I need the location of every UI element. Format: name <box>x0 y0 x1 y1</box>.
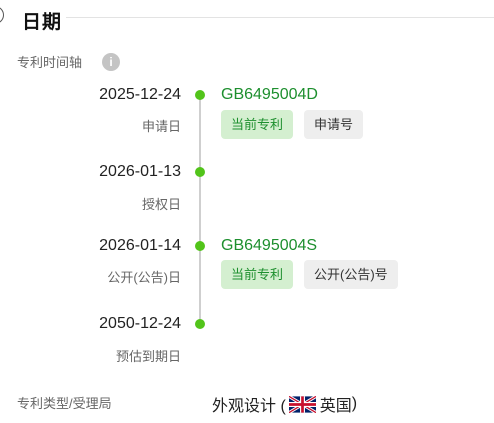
event-date: 2026-01-13 <box>99 163 181 180</box>
patent-type-label: 专利类型/受理局 <box>17 396 112 411</box>
section-header: 日期 <box>0 0 494 40</box>
event-date: 2025-12-24 <box>99 86 181 103</box>
timeline-track <box>199 95 201 325</box>
event-label: 授权日 <box>141 197 181 212</box>
event-label: 公开(公告)日 <box>107 270 181 285</box>
timeline-label: 专利时间轴 <box>17 55 83 70</box>
publication-number-tag: 公开(公告)号 <box>304 260 398 289</box>
section-title: 日期 <box>22 12 63 33</box>
event-date: 2026-01-14 <box>99 237 181 254</box>
event-label: 申请日 <box>141 119 181 134</box>
application-number-link[interactable]: GB6495004D <box>221 86 318 103</box>
event-date: 2050-12-24 <box>99 315 181 332</box>
collapse-toggle-icon[interactable] <box>0 6 4 24</box>
publication-number-link[interactable]: GB6495004S <box>221 237 318 254</box>
current-patent-tag: 当前专利 <box>221 260 294 289</box>
patent-type-text: 外观设计 ( <box>212 398 286 415</box>
current-patent-tag: 当前专利 <box>221 110 294 139</box>
application-number-tag: 申请号 <box>304 110 364 139</box>
header-divider <box>66 17 494 18</box>
patent-type-suffix: ) <box>351 395 358 412</box>
timeline-dot <box>195 319 205 329</box>
info-icon[interactable]: i <box>102 53 120 71</box>
timeline-dot <box>195 90 205 100</box>
patent-type-value: 外观设计 ( 英国 ) <box>212 392 357 416</box>
timeline-dot <box>195 167 205 177</box>
event-label: 预估到期日 <box>115 349 181 364</box>
timeline-dot <box>195 241 205 251</box>
uk-flag-icon <box>288 395 316 413</box>
patent-office-country: 英国 <box>319 398 352 415</box>
